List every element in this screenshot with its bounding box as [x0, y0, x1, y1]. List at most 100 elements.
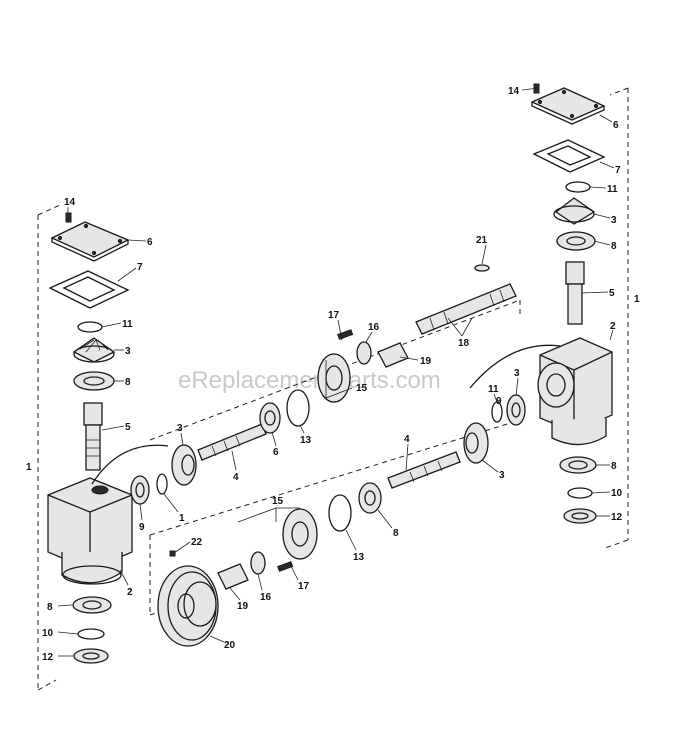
- callout-3: 3: [177, 423, 183, 434]
- left-bearing-8: [73, 371, 115, 391]
- lower-flange-15: [282, 508, 318, 560]
- assembly-brackets: [37, 87, 629, 691]
- callout-3: 3: [125, 346, 131, 357]
- right-gasket-7: [532, 139, 606, 173]
- key-21: [474, 264, 490, 272]
- lower-bearing-9: [506, 394, 526, 426]
- callout-12: 12: [42, 652, 54, 663]
- lower-bearing-8: [358, 482, 382, 514]
- left-cover-plate-6: [50, 221, 130, 262]
- callout-15: 15: [356, 383, 368, 394]
- callout-19: 19: [237, 601, 249, 612]
- callout-8: 8: [611, 241, 617, 252]
- right-shaft-5: [565, 261, 585, 325]
- upper-shaft-4: [197, 423, 267, 461]
- lower-sleeve-19: [217, 563, 249, 590]
- callout-14: 14: [508, 86, 520, 97]
- callout-leaders: [57, 87, 615, 657]
- right-seal-12: [563, 508, 597, 524]
- lower-shaft-assembly: [157, 394, 526, 647]
- left-bevel-gear-3: [72, 337, 116, 363]
- upper-ring-1: [156, 473, 168, 495]
- callout-1: 1: [26, 462, 32, 473]
- callout-2: 2: [610, 321, 616, 332]
- left-seal-12: [73, 648, 109, 664]
- callout-9: 9: [139, 522, 145, 533]
- callout-6: 6: [147, 237, 153, 248]
- callout-22: 22: [191, 537, 203, 548]
- upper-gear-3: [171, 444, 197, 486]
- callout-10: 10: [42, 628, 54, 639]
- callout-17: 17: [328, 310, 340, 321]
- upper-seal-16: [356, 341, 372, 365]
- callout-13: 13: [300, 435, 312, 446]
- left-lower-bearing-8: [72, 596, 112, 614]
- right-gearbox-stack: [469, 83, 613, 524]
- callout-9: 9: [496, 396, 502, 407]
- callout-16: 16: [368, 322, 380, 333]
- callout-20: 20: [224, 640, 236, 651]
- callout-3: 3: [514, 368, 520, 379]
- callout-1: 1: [634, 294, 640, 305]
- lower-gasket-13: [328, 494, 352, 532]
- callout-16: 16: [260, 592, 272, 603]
- callout-8: 8: [611, 461, 617, 472]
- upper-shaft-assembly: [91, 264, 517, 505]
- lower-fitting-22: [169, 550, 176, 557]
- callout-15: 15: [272, 496, 284, 507]
- callout-3: 3: [499, 470, 505, 481]
- right-cover-plate-6: [530, 87, 606, 125]
- callout-12: 12: [611, 512, 623, 523]
- callout-3: 3: [611, 215, 617, 226]
- callout-19: 19: [420, 356, 432, 367]
- callout-4: 4: [404, 434, 410, 445]
- watermark-text: eReplacementParts.com: [178, 367, 441, 394]
- right-housing-2: [537, 337, 613, 446]
- callout-5: 5: [125, 422, 131, 433]
- callout-8: 8: [125, 377, 131, 388]
- callout-1: 1: [179, 513, 185, 524]
- upper-sleeve-19: [377, 342, 409, 368]
- upper-bearing-9: [130, 475, 150, 505]
- left-shaft-5: [83, 402, 103, 471]
- lower-shaft-4: [387, 451, 461, 489]
- callout-6: 6: [613, 120, 619, 131]
- callout-21: 21: [476, 235, 488, 246]
- callout-11: 11: [607, 184, 618, 195]
- upper-gasket-13: [286, 389, 310, 427]
- lower-gear-3: [463, 422, 489, 464]
- callout-6: 6: [273, 447, 279, 458]
- left-gearbox-stack: [47, 212, 133, 664]
- left-gasket-7: [48, 270, 130, 309]
- right-bearing-8: [556, 231, 596, 251]
- callout-17: 17: [298, 581, 310, 592]
- callout-2: 2: [127, 587, 133, 598]
- lower-seal-16: [250, 551, 266, 575]
- right-snap-ring-11: [565, 181, 591, 193]
- right-ring-10: [567, 487, 593, 499]
- callout-11: 11: [122, 319, 133, 330]
- callout-8: 8: [47, 602, 53, 613]
- callout-8: 8: [393, 528, 399, 539]
- left-screw-14: [65, 212, 72, 223]
- callout-10: 10: [611, 488, 623, 499]
- callout-5: 5: [609, 288, 615, 299]
- callout-11: 11: [488, 384, 499, 395]
- callout-14: 14: [64, 197, 76, 208]
- callout-7: 7: [137, 262, 143, 273]
- left-snap-ring-11: [77, 321, 103, 333]
- callout-18: 18: [458, 338, 470, 349]
- upper-bearing-6: [259, 402, 281, 434]
- callout-13: 13: [353, 552, 365, 563]
- pulley-20: [157, 565, 219, 647]
- upper-shaft-18: [415, 283, 517, 335]
- left-ring-10: [77, 628, 105, 640]
- left-housing-2: [47, 477, 133, 585]
- callout-7: 7: [615, 165, 621, 176]
- right-direction-arrow: [469, 344, 561, 389]
- callout-4: 4: [233, 472, 239, 483]
- right-lower-bearing-8: [559, 456, 597, 474]
- right-bevel-gear-3: [553, 197, 596, 225]
- callout-numbers: 14 6 7 11 3 8 5 1 2 8 10 12 3 4 9 1 6 13…: [26, 86, 640, 663]
